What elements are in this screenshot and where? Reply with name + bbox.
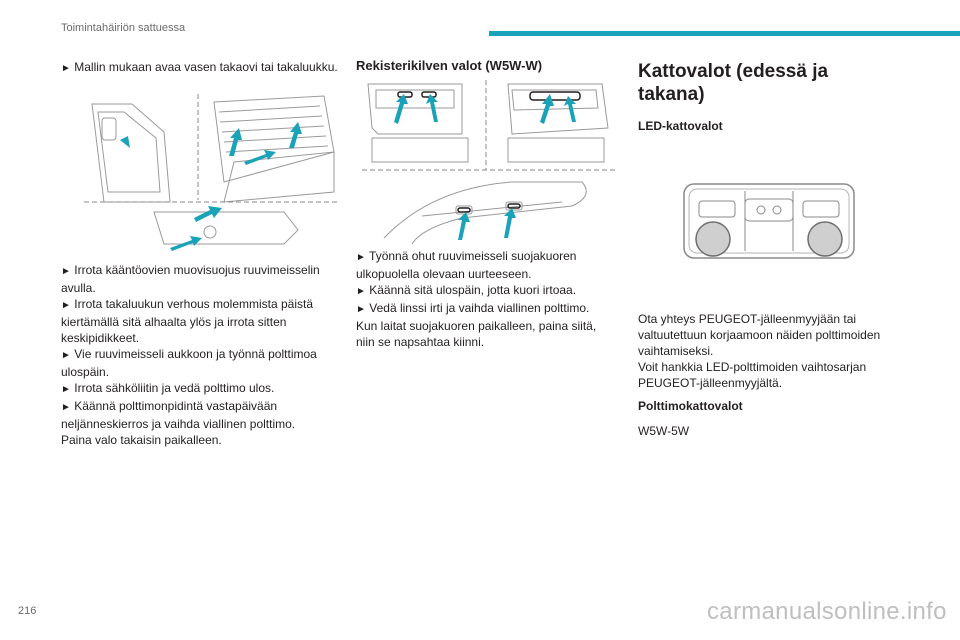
closing-instruction: Paina valo takaisin paikalleen. [61, 433, 222, 447]
bullet-arrow-icon: ► [61, 384, 71, 395]
list-item: ► Irrota takaluukun verhous molemmista p… [61, 297, 314, 345]
left-steps: ► Irrota kääntöovien muovisuojus ruuvime… [61, 262, 341, 448]
list-item: ► Käännä polttimonpidintä vastapäivään n… [61, 399, 296, 431]
paragraph: Ota yhteys PEUGEOT-jälleenmyyjään tai va… [638, 312, 881, 358]
right-body: Ota yhteys PEUGEOT-jälleenmyyjään tai va… [638, 311, 890, 439]
bullet-arrow-icon: ► [356, 286, 366, 297]
bullet-arrow-icon: ► [61, 266, 71, 277]
paragraph: Voit hankkia LED-polttimoiden vaihtosarj… [638, 360, 867, 390]
list-item: ► Käännä sitä ulospäin, jotta kuori irto… [356, 283, 577, 297]
middle-heading-wrap: Rekisterikilven valot (W5W-W) [356, 58, 618, 74]
watermark: carmanualsonline.info [707, 598, 947, 625]
bullet-arrow-icon: ► [356, 252, 366, 263]
page-number: 216 [18, 605, 37, 617]
section-heading: Rekisterikilven valot (W5W-W) [356, 58, 543, 73]
bullet-arrow-icon: ► [61, 402, 71, 413]
list-item: ► Vie ruuvimeisseli aukkoon ja työnnä po… [61, 347, 317, 379]
closing-instruction: Kun laitat suojakuoren paikalleen, paina… [356, 319, 597, 349]
header-accent-bar [489, 31, 960, 36]
bullet-arrow-icon: ► [61, 350, 71, 361]
bulb-type: W5W-5W [638, 424, 690, 438]
bullet-arrow-icon: ► [356, 304, 366, 315]
middle-steps: ► Työnnä ohut ruuvimeisseli suojakuoren … [356, 248, 618, 350]
list-item: ► Vedä linssi irti ja vaihda viallinen p… [356, 301, 590, 315]
subheading-bulb: Polttimokattovalot [638, 399, 743, 413]
bullet-arrow-icon: ► [61, 300, 71, 311]
left-column: ► Mallin mukaan avaa vasen takaovi tai t… [61, 59, 341, 77]
running-header-title: Toimintahäiriön sattuessa [61, 22, 186, 34]
subheading-led: LED-kattovalot [638, 119, 723, 133]
led-ceiling-light-figure [683, 183, 855, 259]
intro-step: ► Mallin mukaan avaa vasen takaovi tai t… [61, 60, 338, 74]
list-item: ► Irrota sähköliitin ja vedä polttimo ul… [61, 381, 275, 395]
bullet-arrow-icon: ► [61, 63, 71, 74]
number-plate-light-figure [362, 80, 618, 245]
list-item: ► Irrota kääntöovien muovisuojus ruuvime… [61, 263, 320, 295]
section-heading: Kattovalot (edessä ja takana) [638, 61, 829, 105]
tailgate-light-removal-figure [84, 94, 340, 251]
right-heading-wrap: Kattovalot (edessä ja takana) LED-kattov… [638, 60, 888, 134]
list-item: ► Työnnä ohut ruuvimeisseli suojakuoren … [356, 249, 577, 281]
